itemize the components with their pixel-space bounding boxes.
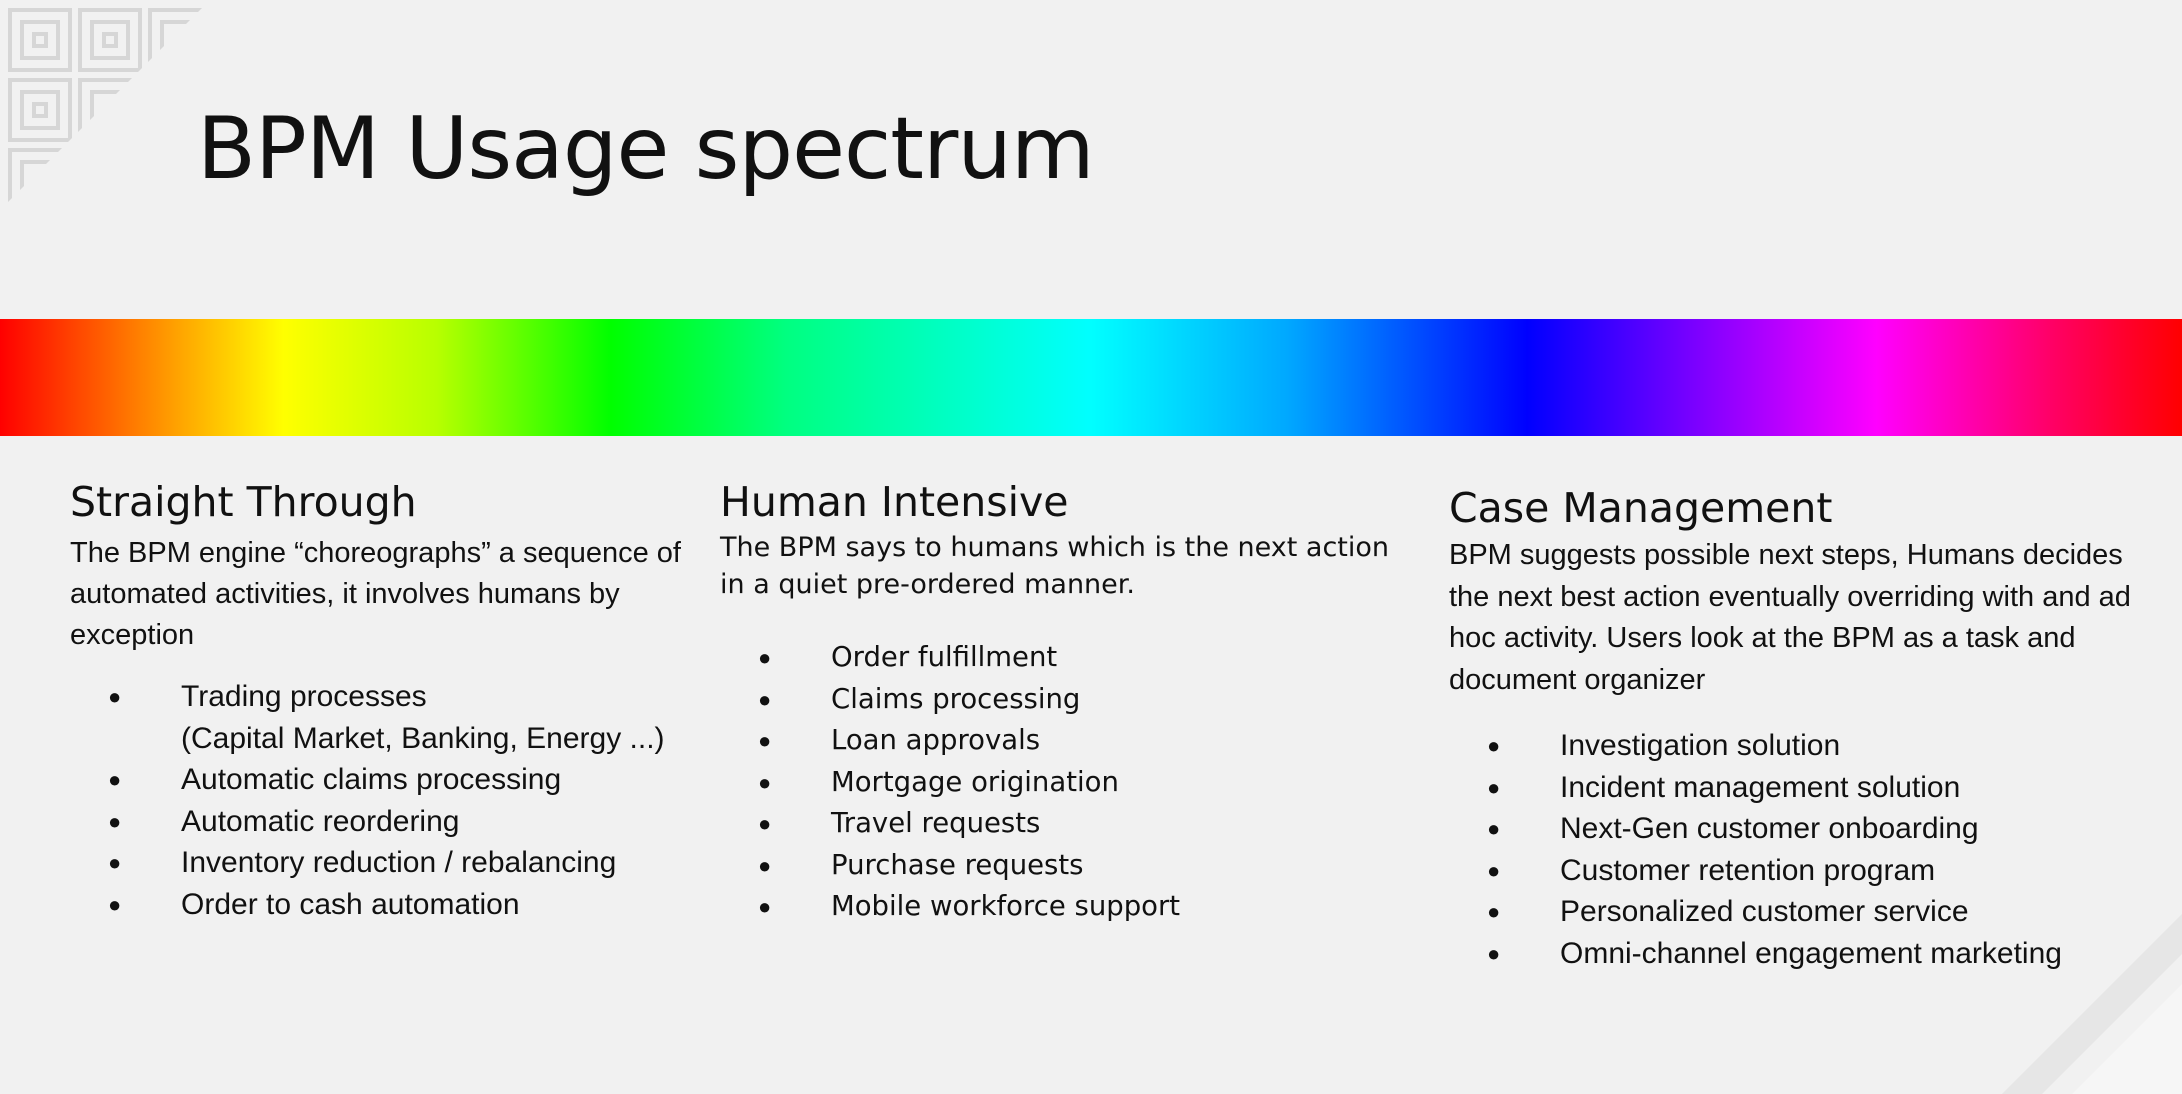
column-description: The BPM says to humans which is the next…: [720, 532, 1390, 601]
list-item-text: Claims processing: [831, 682, 1081, 715]
list-item-text: Trading processes: [181, 680, 427, 714]
list-item-text: Customer retention program: [1560, 853, 1936, 887]
list-item-text: Automatic claims processing: [181, 763, 562, 797]
list-item: ● Purchase requests: [720, 845, 1420, 887]
list-item: ● Mobile workforce support: [720, 886, 1420, 928]
list-item: ● Order to cash automation: [70, 884, 710, 926]
bullet-icon: ●: [1487, 816, 1501, 842]
list-item-subtext: (Capital Market, Banking, Energy ...): [181, 721, 665, 755]
list-item: ● Investigation solution: [1449, 725, 2149, 767]
bullet-icon: ●: [1487, 733, 1501, 759]
bullet-icon: ●: [758, 852, 772, 878]
list-item-text: Order fulfillment: [831, 641, 1058, 674]
column-description: BPM suggests possible next steps, Humans…: [1449, 539, 2131, 696]
list-item-text: Investigation solution: [1560, 729, 1841, 763]
column-human-intensive: Human Intensive The BPM says to humans w…: [720, 478, 1420, 928]
list-item: ● Omni-channel engagement marketing: [1449, 933, 2149, 975]
bullet-icon: ●: [1487, 899, 1501, 925]
column-description: The BPM engine “choreographs” a sequence…: [70, 537, 681, 652]
list-item: ● Automatic reordering: [70, 801, 710, 843]
bullet-icon: ●: [108, 684, 122, 710]
list-item: ● Claims processing: [720, 679, 1420, 721]
bullet-icon: ●: [108, 891, 122, 917]
slide-title: BPM Usage spectrum: [197, 99, 1095, 199]
list-item: ● Loan approvals: [720, 720, 1420, 762]
list-item: ● Mortgage origination: [720, 762, 1420, 804]
bullet-icon: ●: [108, 808, 122, 834]
column-case-management: Case Management BPM suggests possible ne…: [1449, 484, 2149, 974]
list-item-text: Next-Gen customer onboarding: [1560, 812, 1979, 846]
column-heading: Human Intensive: [720, 478, 1069, 526]
list-item: ● Personalized customer service: [1449, 891, 2149, 933]
diagonal-stripes-icon: [2002, 914, 2182, 1094]
bullet-icon: ●: [108, 767, 122, 793]
list-item-text: Purchase requests: [831, 848, 1084, 881]
bullet-list: ● Investigation solution ● Incident mana…: [1449, 725, 2149, 974]
list-item: ● Order fulfillment: [720, 637, 1420, 679]
bullet-icon: ●: [1487, 774, 1501, 800]
bullet-icon: ●: [758, 894, 772, 920]
list-item-text: Loan approvals: [831, 724, 1041, 757]
column-heading: Straight Through: [70, 478, 417, 526]
bullet-icon: ●: [758, 728, 772, 754]
geometric-pattern-icon: [8, 8, 210, 210]
list-item: ● Automatic claims processing: [70, 759, 710, 801]
list-item-text: Travel requests: [831, 807, 1041, 840]
list-item-text: Omni-channel engagement marketing: [1560, 936, 2062, 970]
bullet-icon: ●: [108, 850, 122, 876]
list-item: ● Incident management solution: [1449, 767, 2149, 809]
list-item-text: Inventory reduction / rebalancing: [181, 846, 617, 880]
bullet-icon: ●: [1487, 940, 1501, 966]
bullet-icon: ●: [758, 686, 772, 712]
bullet-list: ● Trading processes (Capital Market, Ban…: [70, 676, 710, 925]
list-item-text: Incident management solution: [1560, 770, 1961, 804]
list-item-text: Order to cash automation: [181, 887, 520, 921]
bullet-list: ● Order fulfillment ● Claims processing …: [720, 637, 1420, 928]
list-item-text: Mortgage origination: [831, 765, 1119, 798]
list-item-text: Mobile workforce support: [831, 890, 1181, 923]
list-item-text: Personalized customer service: [1560, 895, 1969, 929]
bullet-icon: ●: [758, 645, 772, 671]
list-item: ● Trading processes (Capital Market, Ban…: [70, 676, 710, 759]
list-item-text: Automatic reordering: [181, 804, 460, 838]
list-item: ● Customer retention program: [1449, 850, 2149, 892]
list-item: ● Inventory reduction / rebalancing: [70, 842, 710, 884]
list-item: ● Travel requests: [720, 803, 1420, 845]
column-straight-through: Straight Through The BPM engine “choreog…: [70, 478, 710, 925]
color-spectrum-bar: [0, 319, 2182, 436]
bullet-icon: ●: [758, 811, 772, 837]
bullet-icon: ●: [1487, 857, 1501, 883]
bullet-icon: ●: [758, 769, 772, 795]
column-heading: Case Management: [1449, 484, 1833, 532]
list-item: ● Next-Gen customer onboarding: [1449, 808, 2149, 850]
